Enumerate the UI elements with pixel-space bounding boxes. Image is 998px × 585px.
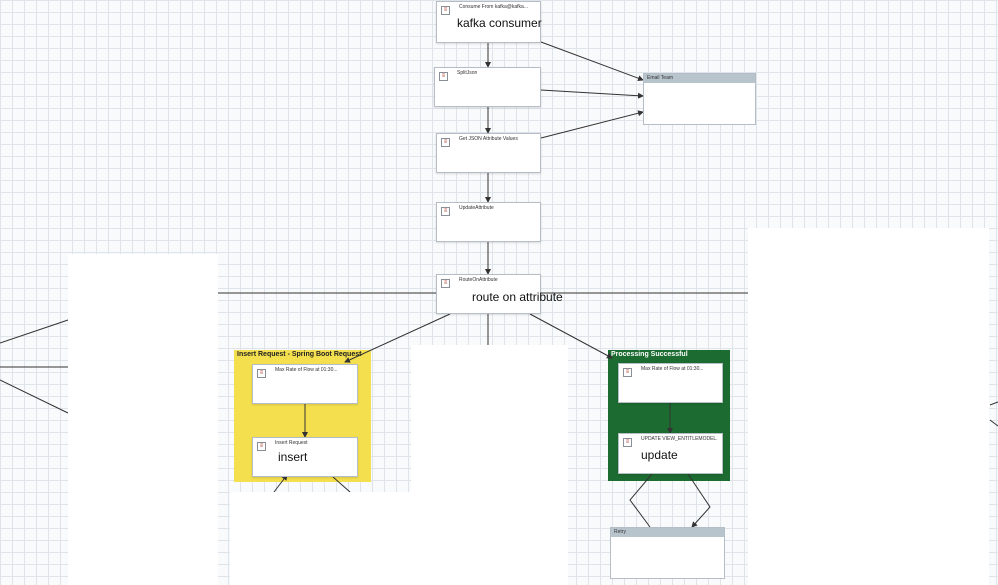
processor-icon: ≡	[441, 279, 450, 288]
processor-annotation: kafka consumer	[457, 16, 542, 30]
processor-kafka-consumer[interactable]: ≡ Consume From kafka@kafka... kafka cons…	[436, 1, 542, 43]
processor-name: Get JSON Attribute Values	[459, 136, 518, 142]
processor-name: Insert Request	[275, 440, 308, 446]
funnel-header: Retry	[611, 528, 724, 537]
process-group-title: Insert Request - Spring Boot Request	[237, 351, 362, 358]
processor-annotation: route on attribute	[472, 290, 563, 304]
processor-icon: ≡	[257, 369, 266, 378]
processor-eval-json[interactable]: ≡ Get JSON Attribute Values	[436, 133, 541, 173]
processor-name: UpdateAttribute	[459, 205, 494, 211]
redacted-region	[411, 345, 568, 585]
processor-icon: ≡	[441, 6, 450, 15]
processor-insert-request[interactable]: ≡ Insert Request insert	[252, 437, 358, 477]
processor-name: SplitJson	[457, 70, 478, 76]
processor-icon: ≡	[439, 72, 448, 81]
redacted-region	[748, 228, 989, 585]
processor-name: UPDATE VIEW_ENTITLEMODEL...	[641, 436, 718, 442]
processor-icon: ≡	[441, 207, 450, 216]
processor-name: RouteOnAttribute	[459, 277, 498, 283]
processor-icon: ≡	[623, 438, 632, 447]
processor-insert-rate[interactable]: ≡ Max Rate of Flow at 01:30...	[252, 364, 358, 404]
funnel-retry[interactable]: Retry	[610, 527, 725, 579]
processor-annotation: insert	[278, 450, 308, 464]
processor-name: Consume From kafka@kafka...	[459, 4, 528, 10]
processor-annotation: update	[641, 448, 678, 462]
funnel-header: Email Team	[644, 74, 755, 83]
processor-split-json[interactable]: ≡ SplitJson	[434, 67, 541, 107]
processor-update-query[interactable]: ≡ UPDATE VIEW_ENTITLEMODEL... update	[618, 433, 723, 474]
redacted-region	[230, 492, 411, 585]
processor-icon: ≡	[441, 138, 450, 147]
processor-name: Max Rate of Flow at 01:30...	[641, 366, 704, 372]
processor-update-rate[interactable]: ≡ Max Rate of Flow at 01:30...	[618, 363, 723, 403]
processor-update-attribute[interactable]: ≡ UpdateAttribute	[436, 202, 541, 242]
processor-icon: ≡	[623, 368, 632, 377]
funnel-email-team[interactable]: Email Team	[643, 73, 756, 125]
processor-route-on-attribute[interactable]: ≡ RouteOnAttribute route on attribute	[436, 274, 563, 314]
redacted-region	[68, 254, 218, 585]
process-group-title: Processing Successful	[611, 351, 688, 358]
processor-icon: ≡	[257, 442, 266, 451]
processor-name: Max Rate of Flow at 01:30...	[275, 367, 338, 373]
